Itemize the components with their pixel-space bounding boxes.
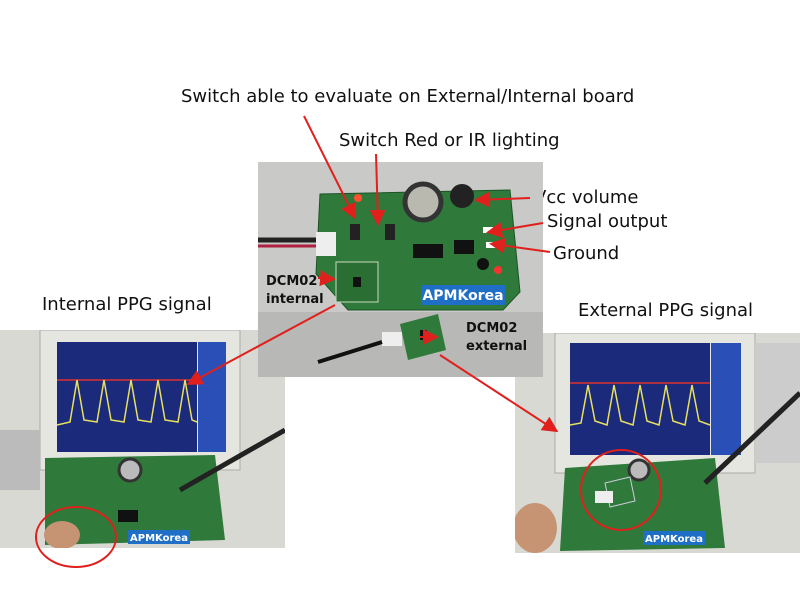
caption-external-ppg: External PPG signal (578, 300, 754, 321)
caption-ground: Ground (553, 243, 620, 264)
caption-signal-output: Signal output (547, 211, 668, 232)
caption-switch-light: Switch Red or IR lighting (339, 130, 560, 151)
board-photo: APMKorea DCM02 internal DCM02 external (258, 162, 543, 377)
apmkorea-logo-right: APMKorea (645, 534, 703, 545)
dcm02-external-label: DCM02 (466, 321, 517, 336)
dcm02-external-label-2: external (466, 339, 527, 354)
internal-scope-photo: APMKorea (0, 330, 285, 548)
caption-vcc-volume: Vcc volume (534, 187, 639, 208)
dcm02-internal-label-2: internal (266, 292, 324, 307)
caption-internal-ppg: Internal PPG signal (42, 294, 212, 315)
apmkorea-logo: APMKorea (422, 288, 503, 304)
caption-switch-board: Switch able to evaluate on External/Inte… (181, 86, 635, 107)
external-scope-photo: APMKorea (515, 333, 800, 553)
apmkorea-logo-left: APMKorea (130, 533, 188, 544)
dcm02-internal-label: DCM02 (266, 274, 317, 289)
